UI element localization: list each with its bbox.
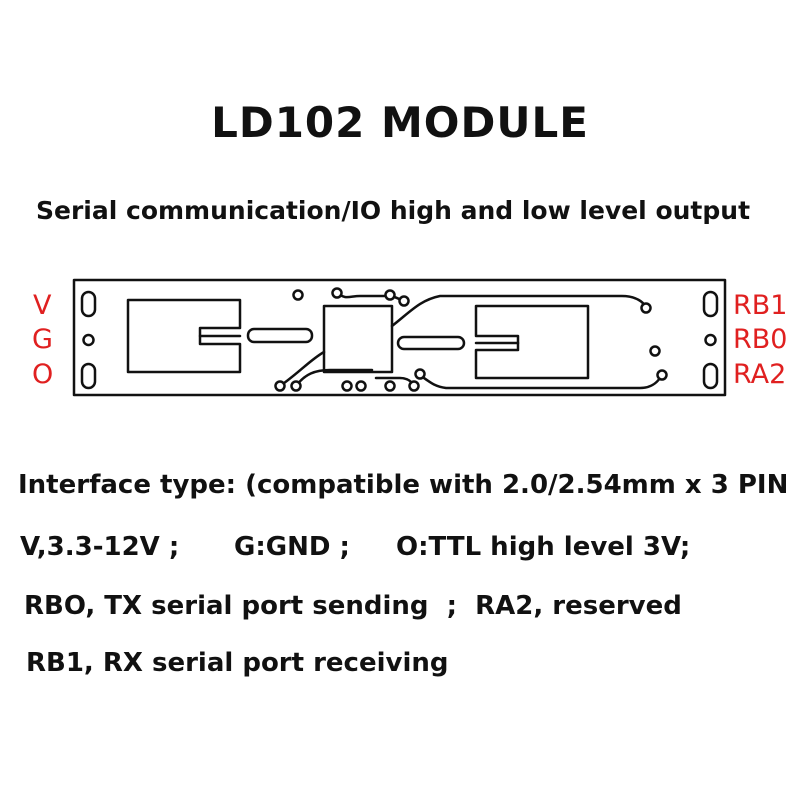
via (656, 369, 668, 381)
center-chip (322, 304, 394, 374)
output-spec-text: O:TTL high level 3V; (396, 532, 691, 562)
rb1-spec-text: RB1, RX serial port receiving (26, 648, 449, 678)
via (414, 368, 426, 380)
via (290, 380, 302, 392)
via (341, 380, 353, 392)
pin-pad-rb0 (704, 333, 717, 347)
via (398, 295, 410, 307)
right-component (474, 304, 590, 380)
pin-pad-g (82, 333, 95, 347)
pin-label-o: O (32, 359, 54, 390)
via (408, 380, 420, 392)
rb0-ra2-spec-text: RBO, TX serial port sending ; RA2, reser… (24, 591, 682, 621)
via (274, 380, 286, 392)
via (292, 289, 304, 301)
pin-label-v: V (33, 290, 52, 321)
trace-bottom (416, 372, 664, 390)
ground-spec-text: G:GND ; (234, 532, 350, 562)
via (649, 345, 661, 357)
interface-type-text: Interface type: (compatible with 2.0/2.5… (18, 470, 789, 500)
pin-label-rb0: RB0 (733, 324, 788, 355)
trace-upper (336, 291, 405, 303)
pin-pad-v (80, 290, 97, 318)
pin-label-ra2: RA2 (733, 359, 787, 390)
left-component (126, 298, 242, 374)
pin-pad-rb1 (702, 290, 719, 318)
via (355, 380, 367, 392)
board-outline (72, 278, 727, 397)
subtitle: Serial communication/IO high and low lev… (36, 196, 751, 225)
power-spec-text: V,3.3-12V ; (20, 532, 180, 562)
via (384, 380, 396, 392)
pin-label-g: G (32, 324, 53, 355)
via (384, 289, 396, 301)
pin-label-rb1: RB1 (733, 290, 788, 321)
via (640, 302, 652, 314)
pin-pad-ra2 (702, 362, 719, 390)
right-connector (396, 335, 466, 351)
trace-left (278, 350, 326, 388)
pin-pad-o (80, 362, 97, 390)
left-connector (246, 327, 314, 344)
via (331, 287, 343, 299)
trace-top (390, 294, 647, 328)
page-title: LD102 MODULE (211, 98, 589, 147)
